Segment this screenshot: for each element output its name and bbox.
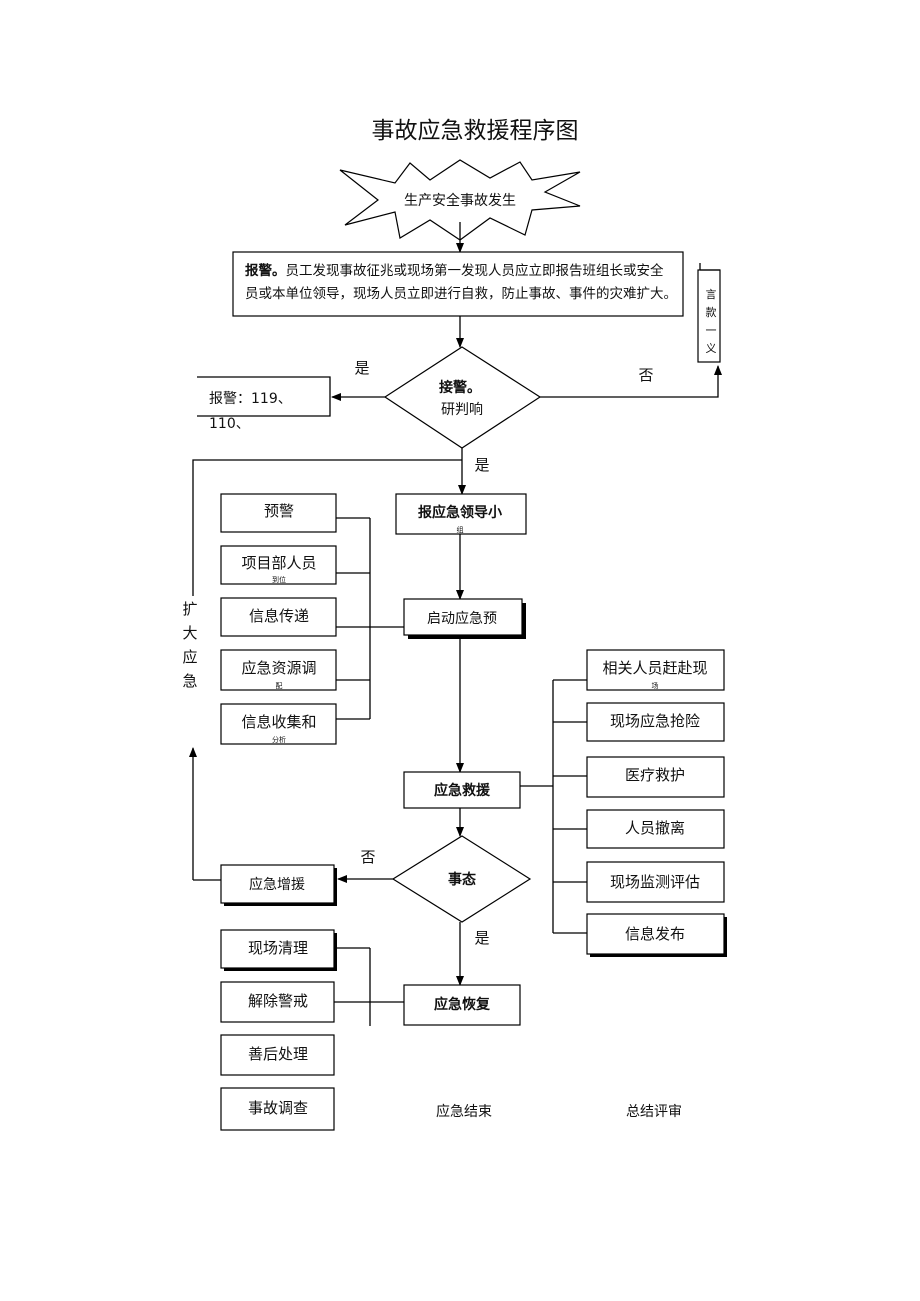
yes-label-down: 是 [474,456,489,474]
right-group: 相关人员赶赴现 场 现场应急抢险 医疗救护 人员撤离 现场监测评估 信息发布 [520,649,727,957]
left-box-1 [220,493,337,533]
left-box-3 [220,597,337,637]
reinforce-label: 应急增援 [249,876,305,893]
left-box-4 [220,649,337,691]
recovery-box [403,984,521,1026]
yes-label-left: 是 [354,359,369,377]
report-leader-sub: 组 [457,525,464,534]
right-box-1 [586,649,725,691]
expand-label-bg [180,596,206,736]
expand-char-1: 扩 [182,600,197,618]
right-box-6-label: 信息发布 [625,925,685,943]
right-box-3-label: 医疗救护 [625,766,685,784]
expand-char-3: 应 [182,648,197,666]
expand-line-top [192,459,462,596]
alarm-line1: 报警：119、 [209,391,292,407]
reinforce-box [220,864,335,904]
right-box-1-label: 相关人员赶赴现 [602,659,707,677]
left-box-1-label: 预警 [264,502,294,520]
report-box [232,251,684,317]
left-box-5-label: 信息收集和 [241,713,316,731]
bottom-box-2 [220,981,335,1023]
decision1-text: 研判响 [441,402,483,418]
right-box-5 [586,861,725,903]
left-box-5-sub: 分析 [272,735,286,744]
start-label: 生产安全事故发生 [404,192,516,209]
decision1-bold: 接警。 [439,379,481,396]
side-char-1: 言 [706,288,717,301]
no-label-right: 否 [638,366,653,384]
right-box-1-sub: 场 [652,681,659,690]
decision2-label: 事态 [448,871,476,888]
start-starburst [339,159,581,241]
rescue-box [403,771,521,809]
recovery-label: 应急恢复 [434,996,491,1013]
right-box-4 [586,809,725,849]
left-box-2 [220,545,337,585]
start-plan-label: 启动应急预 [427,610,497,627]
right-box-3 [586,756,725,798]
review-label: 总结评审 [626,1104,682,1120]
bottom-box-4 [220,1087,335,1131]
alarm-line2: 110、 [209,416,250,432]
bottom-box-3-label: 善后处理 [248,1045,308,1063]
arrow-decision-side [540,365,722,398]
left-box-2-label: 项目部人员 [241,554,316,572]
side-char-4: 义 [706,342,717,355]
no-label-left: 否 [360,848,375,866]
left-box-4-label: 应急资源调 [241,659,316,677]
right-box-5-label: 现场监测评估 [610,873,700,891]
bottom-box-2-label: 解除警戒 [248,992,308,1010]
right-box-4-label: 人员撤离 [625,819,685,837]
diagram-title: 事故应急救援程序图 [372,118,579,144]
report-leader-box [395,493,527,535]
right-box-2-label: 现场应急抢险 [610,712,700,730]
bottom-box-1-label: 现场清理 [248,939,308,957]
start-plan-box [403,598,523,636]
bottom-box-4-label: 事故调查 [248,1099,308,1117]
left-box-4-sub: 配 [276,682,283,690]
bottom-box-1 [220,929,335,969]
end-label: 应急结束 [436,1103,492,1120]
expand-char-2: 大 [182,624,197,642]
expand-char-4: 急 [182,672,197,690]
alarm-box-border [197,376,331,417]
report-line2: 员或本单位领导，现场人员立即进行自救，防止事故、事件的灾难扩大。 [245,285,677,302]
right-box-2 [586,702,725,742]
left-box-2-sub: 到位 [272,575,286,584]
rescue-label: 应急救援 [434,782,491,799]
yes-label-bottom: 是 [474,929,489,947]
report-line1: 报警。员工发现事故征兆或现场第一发现人员应立即报告班组长或安全 [245,262,664,279]
left-box-3-label: 信息传递 [249,607,309,625]
left-group: 预警 项目部人员 到位 信息传递 应急资源调 配 信息收集和 分析 [220,493,404,745]
decision-situation [391,835,532,923]
decision-receive-alarm [383,346,542,449]
side-char-3: 一 [706,324,717,337]
side-char-2: 款 [706,305,717,319]
report-leader-label: 报应急领导小 [418,504,502,521]
bottom-box-3 [220,1034,335,1076]
left-box-5 [220,703,337,745]
bottom-group: 现场清理 解除警戒 善后处理 事故调查 [220,929,404,1131]
right-box-6 [586,913,725,955]
